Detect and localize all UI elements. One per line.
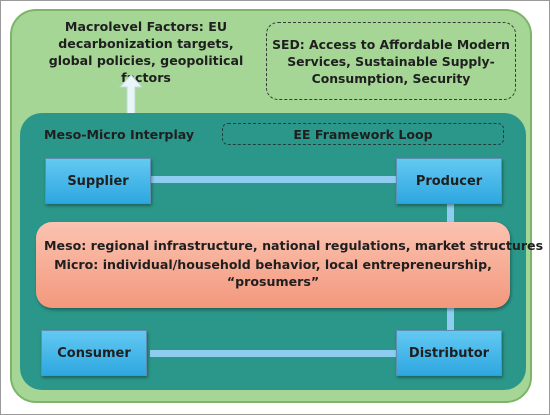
ee-framework-loop-label: EE Framework Loop — [293, 126, 433, 142]
connector-consumer-distributor — [150, 350, 396, 357]
supplier-label: Supplier — [67, 173, 129, 189]
ee-framework-loop-box: EE Framework Loop — [222, 123, 504, 145]
supplier-node: Supplier — [45, 158, 151, 204]
connector-producer-center — [447, 202, 454, 226]
producer-label: Producer — [415, 173, 483, 189]
consumer-node: Consumer — [41, 330, 147, 376]
connector-supplier-producer — [150, 176, 396, 183]
producer-node: Producer — [396, 158, 502, 204]
meso-description: Meso: regional infrastructure, national … — [44, 238, 544, 253]
sed-box: SED: Access to Affordable Modern Service… — [266, 22, 516, 100]
distributor-label: Distributor — [408, 345, 490, 361]
sed-label: SED: Access to Affordable Modern Service… — [272, 36, 510, 86]
meso-micro-label: Meso-Micro Interplay — [44, 127, 195, 142]
consumer-label: Consumer — [57, 345, 131, 361]
connector-center-distributor — [447, 305, 454, 333]
meso-micro-box: Meso: regional infrastructure, national … — [36, 222, 544, 308]
micro-description: Micro: individual/household behavior, lo… — [54, 257, 492, 289]
macrolevel-factors-label: Macrolevel Factors: EU decarbonization t… — [48, 19, 244, 85]
distributor-node: Distributor — [396, 330, 502, 376]
